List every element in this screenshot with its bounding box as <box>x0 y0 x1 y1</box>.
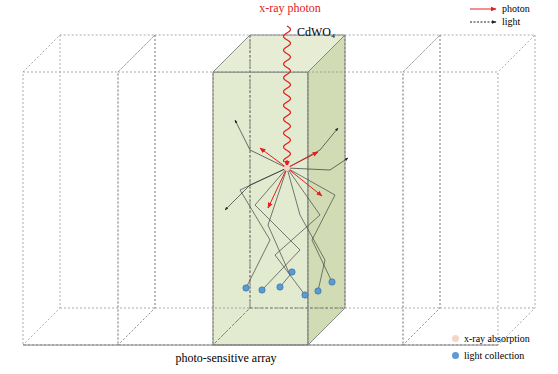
collection-dots <box>243 269 335 298</box>
legend-sample <box>470 9 496 10</box>
legend-sample <box>470 22 496 23</box>
legend-swatch <box>452 352 459 359</box>
x-ray-wave <box>284 26 291 162</box>
detector-array-wireframe <box>23 35 535 345</box>
scattered-photons <box>260 148 322 208</box>
legend-text: x-ray absorption <box>464 333 530 344</box>
legend-swatch <box>452 335 459 342</box>
array-label: photo-sensitive array <box>176 352 277 365</box>
legend-text: light <box>502 16 520 27</box>
absorption-point <box>284 165 290 171</box>
scintillator-cell <box>213 35 345 345</box>
light-paths <box>240 168 335 295</box>
legend-text: light collection <box>464 350 524 361</box>
escaping-light <box>225 120 348 210</box>
material-label: CdWO₄ <box>297 26 335 39</box>
array-base <box>23 345 498 346</box>
legend-text: photon <box>502 3 530 14</box>
x-ray-label: x-ray photon <box>259 2 321 15</box>
